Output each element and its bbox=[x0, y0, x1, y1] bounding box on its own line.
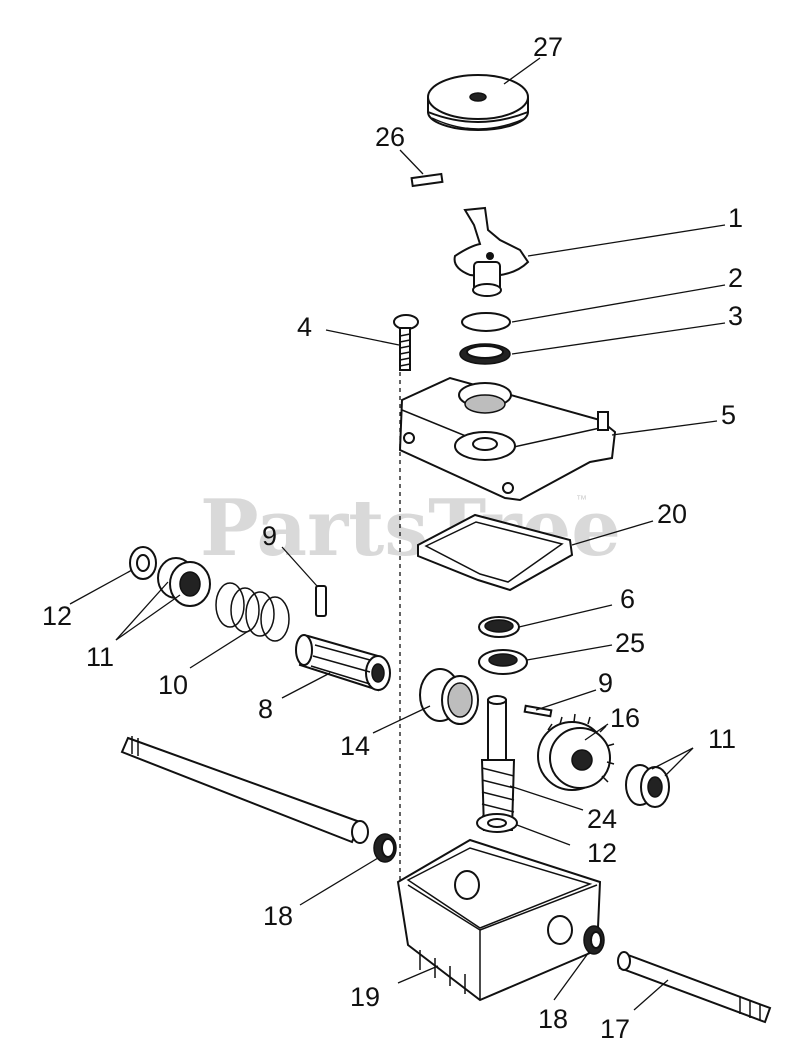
callout-1: 1 bbox=[728, 203, 743, 233]
callout-6: 6 bbox=[620, 584, 635, 614]
part-seal-3 bbox=[459, 343, 511, 365]
callout-18-left: 18 bbox=[263, 901, 293, 931]
part-bearing bbox=[478, 649, 528, 675]
callout-9-right: 9 bbox=[598, 668, 613, 698]
watermark-trademark: ™ bbox=[576, 494, 587, 506]
callout-18-right: 18 bbox=[538, 1004, 568, 1034]
part-gearbox-cover bbox=[398, 376, 617, 502]
part-pin-9-left bbox=[315, 585, 327, 617]
part-gearbox-housing bbox=[396, 838, 602, 1002]
part-bushing-right bbox=[625, 764, 670, 808]
callout-11-left: 11 bbox=[86, 642, 114, 672]
callout-9-left: 9 bbox=[262, 521, 277, 551]
part-washer-left bbox=[129, 546, 157, 580]
callout-16: 16 bbox=[610, 703, 640, 733]
callout-labels: 27 26 1 2 3 4 5 20 9 12 11 10 8 6 25 14 … bbox=[42, 32, 743, 1044]
part-washer-right bbox=[476, 813, 518, 833]
callout-20: 20 bbox=[657, 499, 687, 529]
callout-3: 3 bbox=[728, 301, 743, 331]
callout-27: 27 bbox=[533, 32, 563, 62]
part-bushing-14 bbox=[419, 668, 479, 725]
callout-26: 26 bbox=[375, 122, 405, 152]
part-retaining-ring bbox=[461, 312, 511, 332]
part-seal-18-left bbox=[373, 833, 397, 863]
part-screw bbox=[393, 314, 419, 371]
callout-14: 14 bbox=[340, 731, 370, 761]
part-gear bbox=[537, 713, 615, 791]
part-gasket bbox=[417, 513, 574, 592]
callout-5: 5 bbox=[721, 400, 736, 430]
leader-lines bbox=[69, 57, 726, 1011]
callout-11-right: 11 bbox=[708, 724, 736, 754]
part-clutch bbox=[295, 634, 391, 692]
part-seal-18-right bbox=[583, 925, 605, 955]
callout-2: 2 bbox=[728, 263, 743, 293]
part-spring bbox=[215, 582, 290, 642]
part-pin-9-right bbox=[523, 704, 553, 718]
part-shift-lever bbox=[453, 206, 530, 297]
callout-12-left: 12 bbox=[42, 601, 72, 631]
callout-19: 19 bbox=[350, 982, 380, 1012]
callout-4: 4 bbox=[297, 312, 312, 342]
part-worm-shaft bbox=[480, 695, 516, 831]
part-axle-right bbox=[617, 951, 772, 1024]
callout-17: 17 bbox=[600, 1014, 630, 1044]
callout-25: 25 bbox=[615, 628, 645, 658]
part-pulley bbox=[427, 74, 529, 131]
part-seal-6 bbox=[478, 616, 520, 638]
callout-24: 24 bbox=[587, 804, 617, 834]
part-axle-left bbox=[120, 736, 369, 844]
callout-10: 10 bbox=[158, 670, 188, 700]
callout-8: 8 bbox=[258, 694, 273, 724]
callout-12-right: 12 bbox=[587, 838, 617, 868]
part-pin-26 bbox=[410, 172, 444, 188]
